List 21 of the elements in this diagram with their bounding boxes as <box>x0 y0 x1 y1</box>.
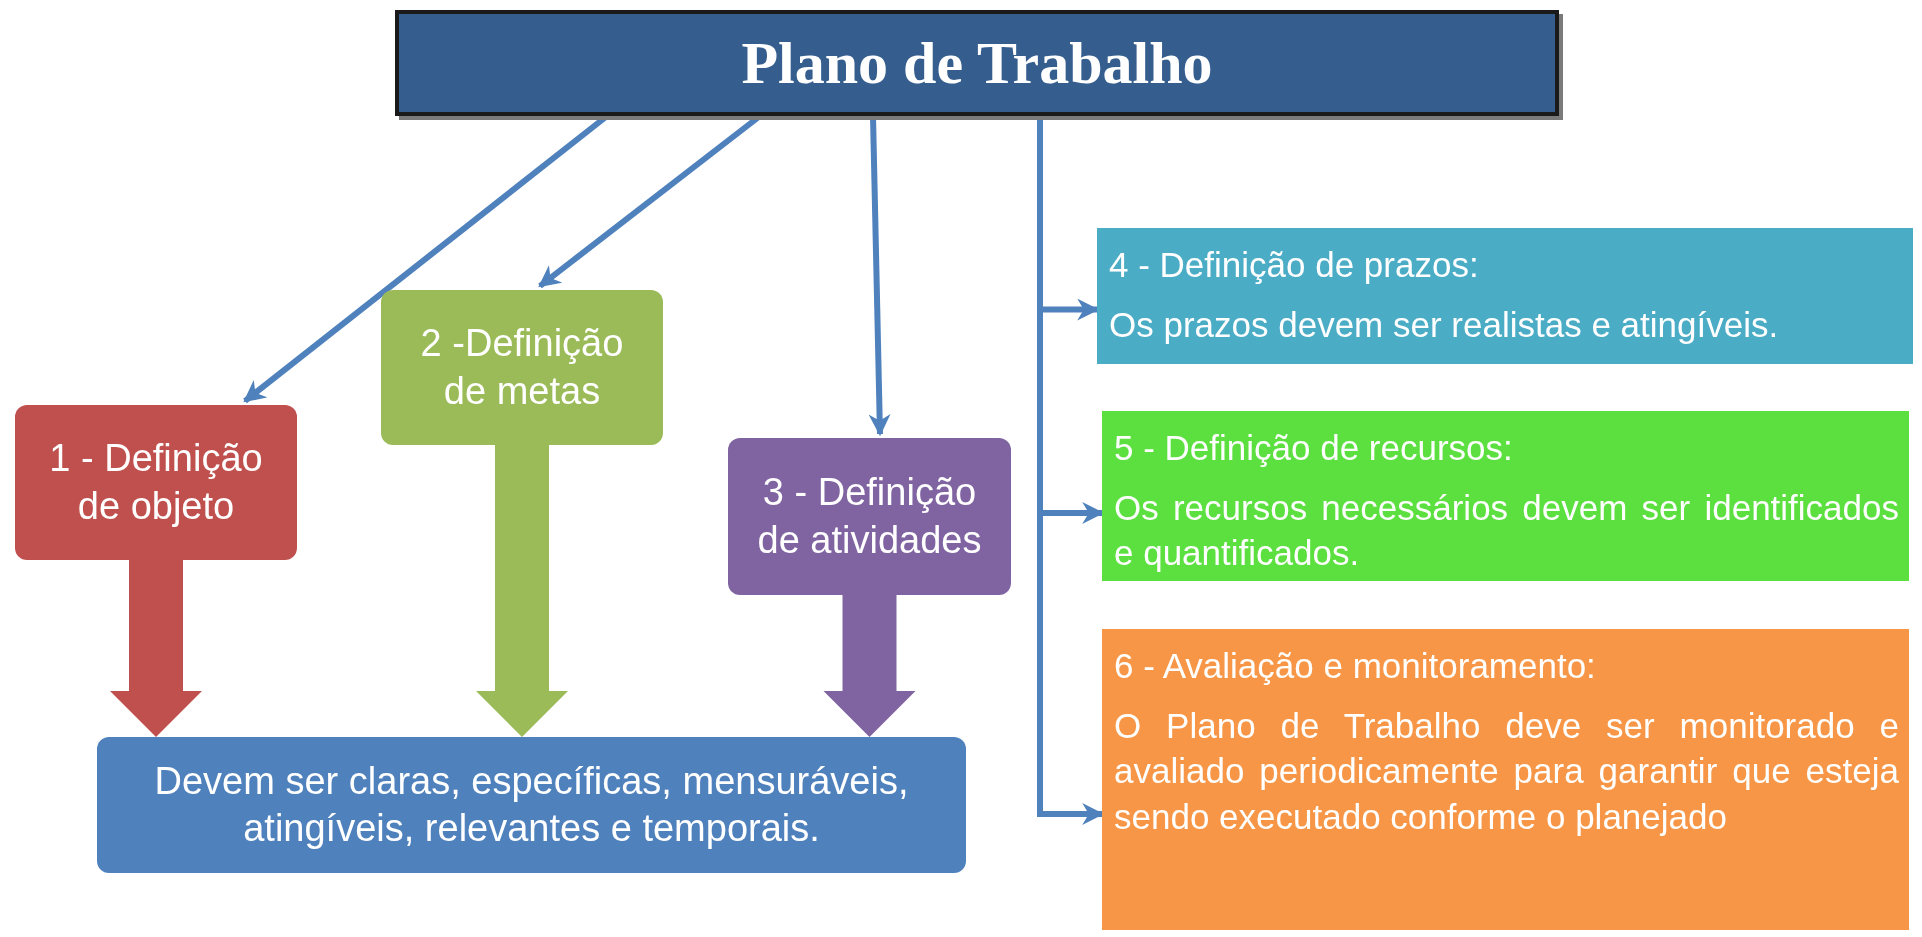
box-heading: 4 - Definição de prazos: <box>1109 244 1480 286</box>
box-label: Devem ser claras, específicas, mensuráveis, atingíveis, relevantes e temporais. <box>153 758 910 851</box>
summary-box <box>97 737 966 873</box>
box-label: 1 - Definição de objeto <box>48 436 264 529</box>
box-body: O Plano de Trabalho deve ser monitorado e avaliado periodicamente para garantir que esteja sendo executado conforme o planejado <box>1114 704 1899 838</box>
info-box <box>1102 629 1909 930</box>
box-body: Os prazos devem ser realistas e atingíveis. <box>1109 303 1780 346</box>
box-label: 2 -Definição de metas <box>419 321 625 414</box>
box-heading: 5 - Definição de recursos: <box>1114 427 1514 469</box>
title-text: Plano de Trabalho <box>741 28 1213 98</box>
block-arrow <box>476 445 568 737</box>
box-label: 3 - Definição de atividades <box>756 470 983 563</box>
block-arrow <box>110 560 202 737</box>
box-body: Os recursos necessários devem ser identificados e quantificados. <box>1114 486 1899 574</box>
box-heading: 6 - Avaliação e monitoramento: <box>1114 645 1597 687</box>
step-box <box>15 405 297 560</box>
info-box <box>1097 228 1913 364</box>
step-box <box>381 290 663 445</box>
block-arrow <box>823 595 916 737</box>
info-box <box>1102 411 1909 581</box>
step-box <box>728 438 1011 595</box>
